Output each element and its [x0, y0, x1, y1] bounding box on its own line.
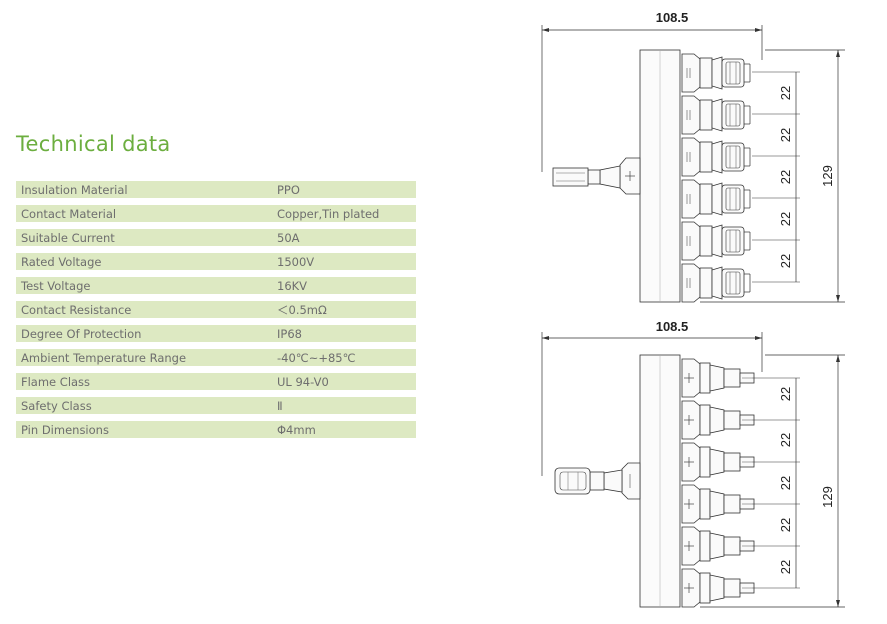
bottom-pitch-dim: 22 [778, 518, 793, 532]
spec-label: Degree Of Protection [21, 326, 142, 341]
spec-value: Ⅱ [277, 398, 283, 413]
bottom-drawing: 108.5 129 22 22 22 22 22 [541, 319, 845, 608]
spec-value: IP68 [277, 326, 302, 341]
spec-value: ＜0.5mΩ [277, 302, 327, 317]
spec-label: Insulation Material [21, 182, 128, 197]
bottom-height-dim: 129 [820, 486, 835, 508]
spec-label: Suitable Current [21, 230, 115, 245]
spec-label: Contact Material [21, 206, 117, 221]
top-pitch-dim: 22 [778, 212, 793, 226]
top-drawing: 108.5 129 22 22 22 22 22 [541, 10, 845, 303]
top-pitch-dim: 22 [778, 128, 793, 142]
bottom-width-dim: 108.5 [656, 319, 689, 334]
spec-row: Rated Voltage 1500V [16, 253, 416, 270]
spec-label: Test Voltage [21, 278, 91, 293]
spec-label: Safety Class [21, 398, 92, 413]
spec-value: 1500V [277, 254, 315, 269]
spec-row: Ambient Temperature Range -40℃~+85℃ [16, 349, 416, 366]
bottom-pitch-dim: 22 [778, 560, 793, 574]
spec-value: Φ4mm [277, 422, 316, 437]
spec-label: Contact Resistance [21, 302, 132, 317]
spec-row: Test Voltage 16KV [16, 277, 416, 294]
page-title: Technical data [16, 132, 171, 156]
spec-row: Contact Resistance ＜0.5mΩ [16, 301, 416, 318]
bottom-pitch-dim: 22 [778, 476, 793, 490]
spec-value: UL 94-V0 [277, 374, 329, 389]
spec-row: Insulation Material PPO [16, 181, 416, 198]
spec-label: Pin Dimensions [21, 422, 109, 437]
spec-row: Flame Class UL 94-V0 [16, 373, 416, 390]
top-pitch-dim: 22 [778, 254, 793, 268]
spec-value: -40℃~+85℃ [277, 350, 356, 365]
spec-value: 16KV [277, 278, 308, 293]
spec-row: Suitable Current 50A [16, 229, 416, 246]
top-pitch-dim: 22 [778, 86, 793, 100]
spec-value: Copper,Tin plated [277, 206, 380, 221]
spec-row: Degree Of Protection IP68 [16, 325, 416, 342]
spec-value: 50A [277, 230, 300, 245]
bottom-pitch-dim: 22 [778, 387, 793, 401]
top-height-dim: 129 [820, 165, 835, 187]
spec-row: Contact Material Copper,Tin plated [16, 205, 416, 222]
spec-label: Rated Voltage [21, 254, 102, 269]
spec-row: Safety Class Ⅱ [16, 397, 416, 414]
spec-label: Ambient Temperature Range [21, 350, 187, 365]
spec-value: PPO [277, 182, 300, 197]
top-width-dim: 108.5 [656, 10, 689, 25]
top-pitch-dim: 22 [778, 170, 793, 184]
bottom-pitch-dim: 22 [778, 433, 793, 447]
spec-row: Pin Dimensions Φ4mm [16, 421, 416, 438]
spec-label: Flame Class [21, 374, 91, 389]
